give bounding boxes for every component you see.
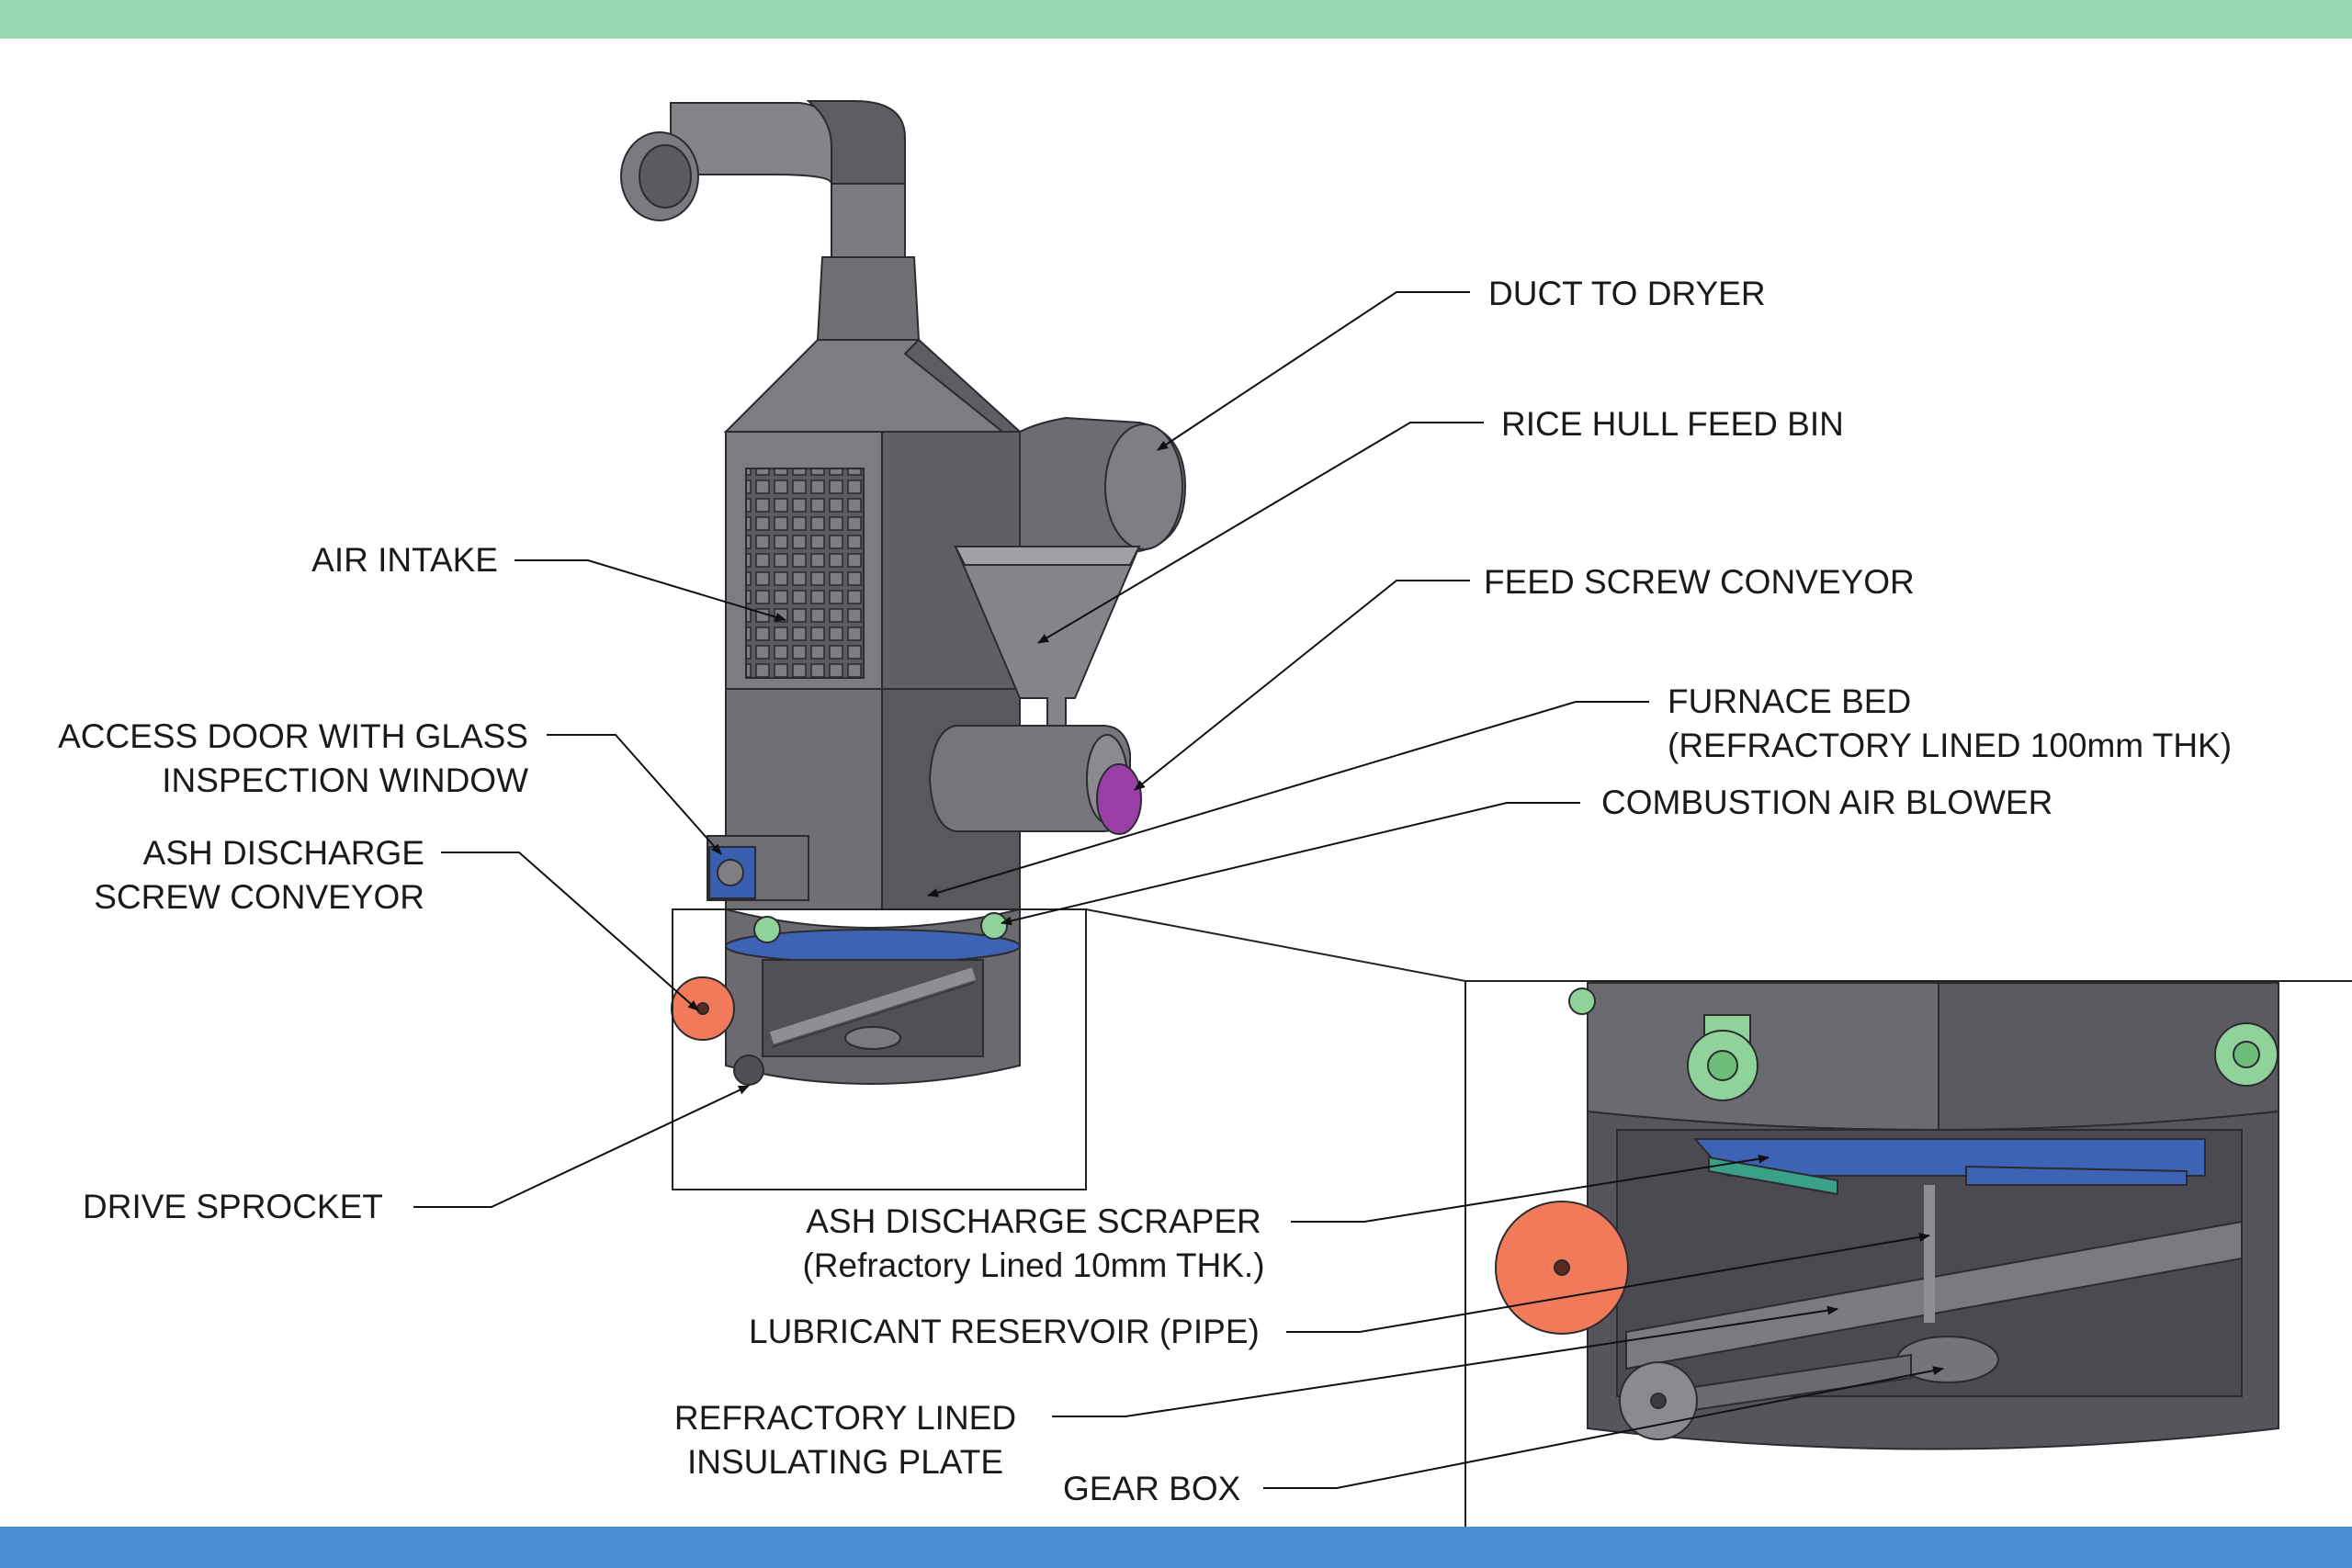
label-air-intake: AIR INTAKE (311, 541, 498, 579)
detail-callout-box (672, 908, 1087, 1190)
feed-screw-conveyor (928, 725, 1131, 832)
label-furnace-bed: FURNACE BED (REFRACTORY LINED 100mm THK) (1668, 680, 2232, 768)
label-ash-discharge-line2: SCREW CONVEYOR (94, 878, 424, 916)
leader-lines (413, 291, 1944, 1489)
combustion-air-blower-small (753, 912, 1008, 943)
drive-sprocket-small (733, 1055, 764, 1086)
label-ash-discharge-screw-conveyor: ASH DISCHARGE SCREW CONVEYOR (37, 831, 424, 919)
label-lubricant-reservoir: LUBRICANT RESERVOIR (PIPE) (749, 1313, 1260, 1350)
label-gear-box: GEAR BOX (1063, 1470, 1241, 1507)
label-combustion-air-blower: COMBUSTION AIR BLOWER (1601, 784, 2053, 821)
label-access-door: ACCESS DOOR WITH GLASS INSPECTION WINDOW (18, 715, 528, 803)
bottom-banner (0, 1527, 2352, 1568)
feed-screw-cap (1096, 763, 1142, 835)
label-refractory-plate-line1: REFRACTORY LINED (673, 1399, 1017, 1437)
label-duct-to-dryer: DUCT TO DRYER (1488, 275, 1766, 312)
label-furnace-bed-line1: FURNACE BED (1668, 682, 1912, 720)
label-refractory-plate: REFRACTORY LINED INSULATING PLATE (643, 1396, 1047, 1484)
label-rice-hull-feed-bin: RICE HULL FEED BIN (1501, 405, 1844, 443)
label-access-door-line2: INSPECTION WINDOW (162, 761, 528, 799)
enlarged-detail-view (1495, 982, 2279, 1450)
label-ash-discharge-line1: ASH DISCHARGE (142, 834, 424, 872)
furnace-body (620, 100, 1187, 1086)
ash-discharge-sprocket (671, 976, 735, 1041)
label-drive-sprocket: DRIVE SPROCKET (83, 1188, 383, 1225)
top-banner (0, 0, 2352, 39)
label-access-door-line1: ACCESS DOOR WITH GLASS (58, 717, 528, 755)
label-ash-discharge-scraper-line1: ASH DISCHARGE SCRAPER (806, 1202, 1261, 1240)
label-ash-discharge-scraper-line2: (Refractory Lined 10mm THK.) (802, 1247, 1265, 1284)
chimney-pipe (620, 100, 921, 341)
label-furnace-bed-line2: (REFRACTORY LINED 100mm THK) (1668, 727, 2233, 764)
air-intake-grille (745, 468, 865, 679)
label-refractory-plate-line2: INSULATING PLATE (686, 1443, 1004, 1481)
label-feed-screw-conveyor: FEED SCREW CONVEYOR (1484, 563, 1915, 601)
label-ash-discharge-scraper: ASH DISCHARGE SCRAPER (Refractory Lined … (763, 1200, 1305, 1288)
transition-hood (723, 339, 1023, 433)
detail-drive-sprocket (1619, 1361, 1698, 1440)
detail-sprocket-large (1495, 1201, 1629, 1335)
